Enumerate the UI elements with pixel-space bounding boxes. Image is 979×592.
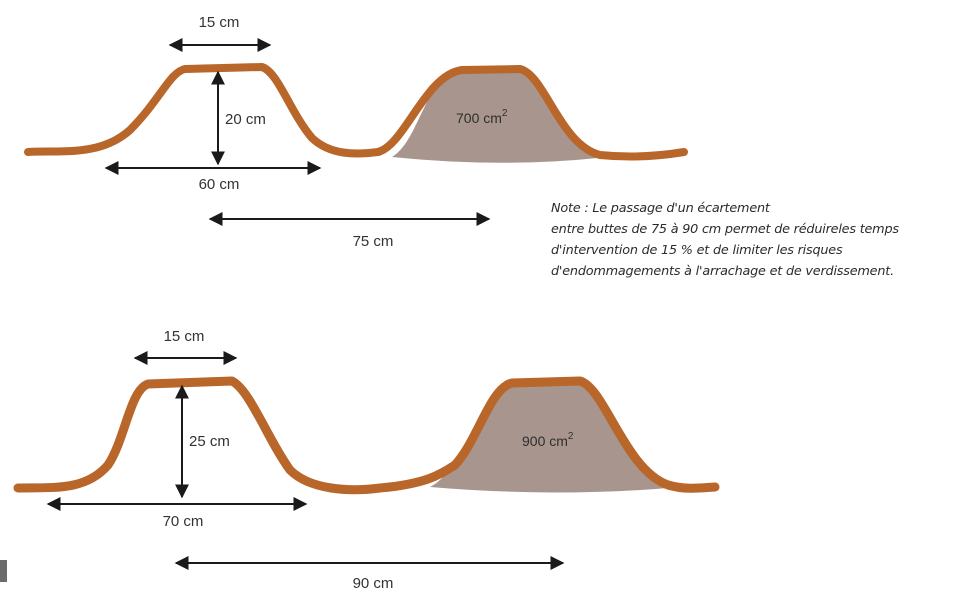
height-label: 25 cm bbox=[189, 433, 230, 450]
note-line: Note : Le passage d'un écartement bbox=[551, 201, 770, 216]
soil-profile-top bbox=[24, 63, 688, 161]
base-width-label: 60 cm bbox=[199, 176, 240, 193]
diagram-top: 15 cm 20 cm 60 cm 75 cm 700 cm2 bbox=[24, 14, 688, 250]
diagram-bottom: 15 cm 25 cm 70 cm 90 cm 900 cm2 bbox=[13, 328, 720, 592]
note-text: Note : Le passage d'un écartement entre … bbox=[551, 198, 979, 282]
base-width-label: 70 cm bbox=[163, 513, 204, 530]
cross-section-area-label: 700 cm2 bbox=[456, 108, 508, 126]
cross-section-area-label: 900 cm2 bbox=[522, 431, 574, 449]
note-line: d'intervention de 15 % et de limiter les… bbox=[551, 243, 843, 258]
top-width-label: 15 cm bbox=[199, 14, 240, 31]
note-line: d'endommagements à l'arrachage et de ver… bbox=[551, 264, 894, 279]
soil-profile-bottom bbox=[13, 376, 720, 495]
height-label: 20 cm bbox=[225, 111, 266, 128]
top-width-label: 15 cm bbox=[164, 328, 205, 345]
spacing-label: 75 cm bbox=[353, 233, 394, 250]
edge-mark bbox=[0, 560, 7, 582]
note-line: entre buttes de 75 à 90 cm permet de réd… bbox=[551, 222, 899, 237]
spacing-label: 90 cm bbox=[353, 575, 394, 592]
cross-section-fill-700 bbox=[392, 69, 598, 163]
